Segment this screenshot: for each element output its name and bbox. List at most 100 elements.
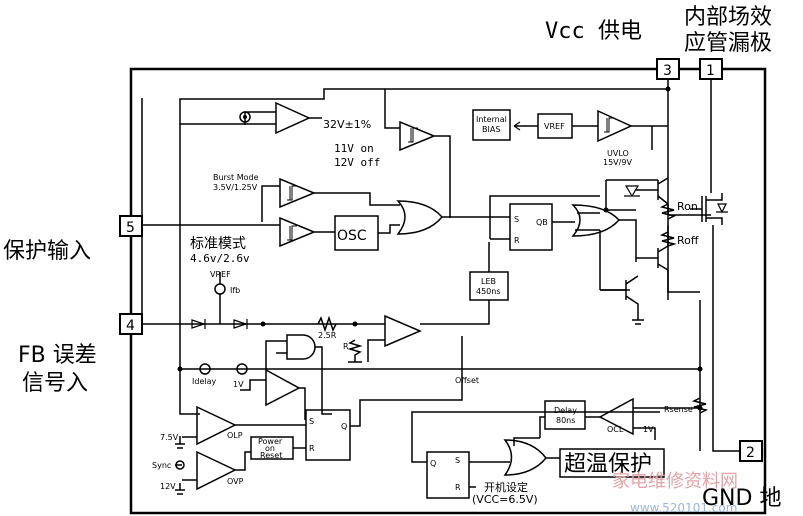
overtemp-label: 超温保护	[564, 452, 652, 477]
internal-bias-box	[472, 109, 511, 141]
ff1-wiring	[489, 195, 600, 240]
ron-resistor	[659, 203, 677, 220]
watermark-line-2: www.520101.com	[630, 501, 737, 515]
ocl-label: OCL	[607, 425, 624, 434]
driver-upper	[636, 177, 669, 205]
fb-line	[141, 98, 385, 325]
hyst-symbol	[408, 127, 418, 143]
vref-label: VREF	[544, 122, 565, 131]
ifb-source	[214, 283, 226, 295]
mode-wiring	[142, 185, 400, 233]
node-dot	[665, 86, 671, 92]
rs-flipflop-1	[509, 203, 553, 251]
zener-1	[624, 185, 640, 198]
offset-line	[179, 124, 700, 415]
idelay-node	[236, 363, 248, 375]
vref-7p5-batt	[175, 436, 185, 449]
node-dot	[243, 115, 247, 119]
pin-4-number: 4	[126, 318, 135, 334]
idelay-source	[199, 363, 211, 375]
overtemp-box	[559, 448, 665, 478]
pin-1-number: 1	[706, 63, 715, 79]
delay-box	[544, 400, 586, 430]
r25-label: 2.5R	[318, 331, 337, 340]
node-dot	[603, 207, 609, 213]
power-mosfet	[690, 193, 723, 225]
ocl-transistor	[600, 275, 639, 320]
ff3-s: S	[455, 456, 460, 465]
ff1-r: R	[514, 236, 520, 245]
osc-label: OSC	[337, 228, 367, 244]
ovp-comparator	[196, 450, 237, 491]
driver-bias	[605, 179, 658, 211]
vref-12-batt	[175, 483, 185, 495]
pin-5-number: 5	[126, 220, 135, 236]
v12-label: 12V	[160, 482, 176, 491]
burst-symbol	[287, 185, 297, 201]
olp-label: OLP	[227, 431, 243, 440]
std-symbol	[287, 225, 297, 241]
burst-label-2: 3.5V/1.25V	[213, 183, 258, 192]
bias-chain	[514, 125, 668, 150]
ovp-label: OVP	[227, 477, 244, 486]
watermark-line-1: 家电维修资料网	[612, 471, 738, 492]
v75-label: 7.5V	[160, 433, 179, 442]
diode-1	[191, 319, 206, 329]
protect-input-label: 保护输入	[3, 239, 91, 264]
por-label-3: Reset	[260, 451, 282, 460]
offset-label: Offset	[455, 376, 479, 385]
ron-label: Ron	[677, 200, 698, 213]
ff3-wiring	[411, 411, 660, 488]
ovp32-label: 32V±1%	[323, 118, 371, 131]
ocl-ground	[632, 319, 644, 325]
vcc-supply-label: Vcc 供电	[545, 19, 642, 44]
rs-flipflop-3	[426, 451, 470, 499]
ovp32-node	[239, 111, 251, 123]
ocl-comparator	[598, 397, 634, 436]
and-gate	[286, 334, 316, 360]
rs-flipflop-2	[305, 409, 351, 461]
leb-label-1: LEB	[481, 277, 496, 286]
roff-resistor	[659, 231, 677, 247]
pin-2-number: 2	[746, 445, 755, 461]
uvlo-label-2: 15V/9V	[603, 158, 632, 167]
pwm-ref-wiring	[367, 339, 385, 362]
driver-lower	[636, 245, 669, 271]
std-mode-label-2: 4.6v/2.6v	[190, 252, 250, 265]
startup-label-2: (VCC=6.5V)	[472, 493, 538, 506]
std-comparator	[279, 216, 316, 248]
idelay-label: Idelay	[192, 377, 216, 386]
olp-wiring	[182, 336, 463, 449]
uvlo-label-1: UVLO	[607, 149, 629, 158]
burst-comparator	[279, 177, 316, 209]
r25-resistor	[317, 315, 337, 333]
gnd-rail	[712, 225, 740, 452]
v1b-label: 1V	[643, 425, 654, 434]
ff3-q: Q	[430, 459, 436, 468]
sync-label: Sync	[152, 461, 171, 470]
ifb-label: Ifb	[230, 286, 240, 295]
hyst-wiring	[384, 89, 451, 218]
or-gate-3	[503, 439, 547, 476]
uvlo-comparator	[597, 109, 633, 143]
hyst-comparator	[399, 120, 436, 152]
node-dot	[697, 366, 703, 372]
osc-out	[378, 224, 400, 234]
chip-outline	[129, 67, 767, 515]
fb-label-1: FB 误差	[18, 343, 97, 368]
sync-node	[175, 460, 185, 470]
r-label: R	[343, 342, 349, 351]
gate-line	[667, 204, 711, 246]
or2-wiring	[575, 212, 637, 291]
hyst-label-1: 11V on	[334, 142, 374, 155]
driver-out	[667, 270, 700, 293]
r-resistor	[347, 339, 363, 363]
ovp32-wiring	[179, 88, 668, 125]
bias-label-1: Internal	[476, 115, 507, 124]
delay-label-2: 80ns	[556, 416, 575, 425]
ff1-s: S	[514, 215, 519, 224]
node-dot	[697, 405, 703, 411]
node-dot	[352, 321, 358, 327]
ff2-q: Q	[341, 422, 347, 431]
